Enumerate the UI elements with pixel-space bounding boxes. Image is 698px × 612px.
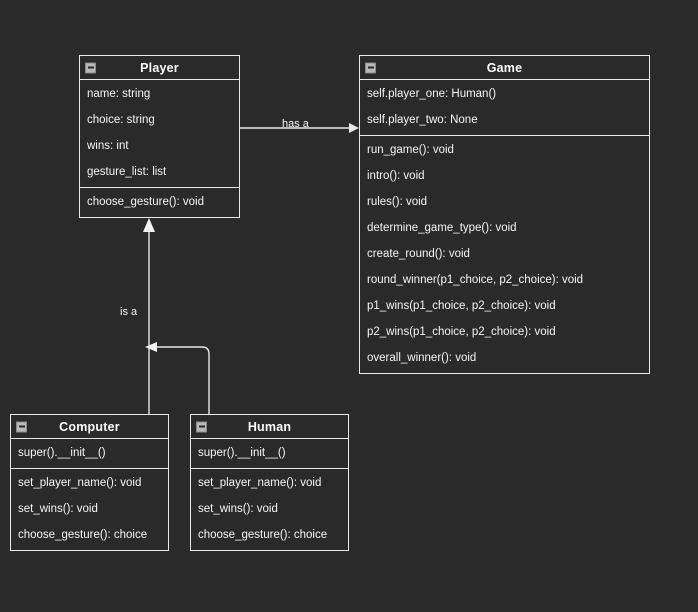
- class-box-player[interactable]: Player name: string choice: string wins:…: [79, 55, 240, 218]
- attribute-row: choice: string: [87, 114, 155, 126]
- attribute-row: super().__init__(): [18, 447, 106, 459]
- relationship-label-has-a: has a: [282, 118, 309, 130]
- class-header-player: Player: [80, 56, 239, 80]
- connector-is-a: [143, 218, 210, 414]
- attribute-row: super().__init__(): [198, 447, 286, 459]
- class-box-computer[interactable]: Computer super().__init__() set_player_n…: [10, 414, 169, 551]
- attributes-compartment-human: super().__init__(): [191, 439, 348, 468]
- methods-compartment-computer: set_player_name(): void set_wins(): void…: [11, 468, 168, 550]
- method-row: choose_gesture(): void: [87, 196, 204, 208]
- method-row: rules(): void: [367, 196, 428, 208]
- class-name-game: Game: [486, 60, 523, 75]
- method-row: set_wins(): void: [198, 503, 278, 515]
- minus-box-icon[interactable]: [365, 62, 376, 73]
- method-row: p2_wins(p1_choice, p2_choice): void: [367, 326, 556, 338]
- methods-compartment-player: choose_gesture(): void: [80, 187, 239, 217]
- attributes-compartment-player: name: string choice: string wins: int ge…: [80, 80, 239, 187]
- method-row: set_player_name(): void: [18, 477, 142, 489]
- class-name-human: Human: [247, 419, 292, 434]
- attribute-row: self.player_two: None: [367, 114, 478, 126]
- method-row: p1_wins(p1_choice, p2_choice): void: [367, 300, 556, 312]
- attribute-row: self.player_one: Human(): [367, 88, 497, 100]
- method-row: set_player_name(): void: [198, 477, 322, 489]
- connector-has-a: [240, 123, 359, 133]
- method-row: choose_gesture(): choice: [198, 529, 328, 541]
- attributes-compartment-game: self.player_one: Human() self.player_two…: [360, 80, 649, 135]
- minus-box-icon[interactable]: [16, 421, 27, 432]
- attribute-row: name: string: [87, 88, 151, 100]
- method-row: determine_game_type(): void: [367, 222, 517, 234]
- method-row: create_round(): void: [367, 248, 470, 260]
- method-row: run_game(): void: [367, 144, 454, 156]
- methods-compartment-game: run_game(): void intro(): void rules(): …: [360, 135, 649, 373]
- method-row: round_winner(p1_choice, p2_choice): void: [367, 274, 584, 286]
- method-row: choose_gesture(): choice: [18, 529, 148, 541]
- class-header-game: Game: [360, 56, 649, 80]
- class-header-human: Human: [191, 415, 348, 439]
- attribute-row: wins: int: [87, 140, 129, 152]
- class-name-player: Player: [140, 60, 179, 75]
- method-row: overall_winner(): void: [367, 352, 477, 364]
- class-box-human[interactable]: Human super().__init__() set_player_name…: [190, 414, 349, 551]
- method-row: intro(): void: [367, 170, 425, 182]
- class-header-computer: Computer: [11, 415, 168, 439]
- attribute-row: gesture_list: list: [87, 166, 167, 178]
- attributes-compartment-computer: super().__init__(): [11, 439, 168, 468]
- class-box-game[interactable]: Game self.player_one: Human() self.playe…: [359, 55, 650, 374]
- method-row: set_wins(): void: [18, 503, 98, 515]
- minus-box-icon[interactable]: [196, 421, 207, 432]
- methods-compartment-human: set_player_name(): void set_wins(): void…: [191, 468, 348, 550]
- class-name-computer: Computer: [59, 419, 120, 434]
- minus-box-icon[interactable]: [85, 62, 96, 73]
- relationship-label-is-a: is a: [120, 306, 138, 318]
